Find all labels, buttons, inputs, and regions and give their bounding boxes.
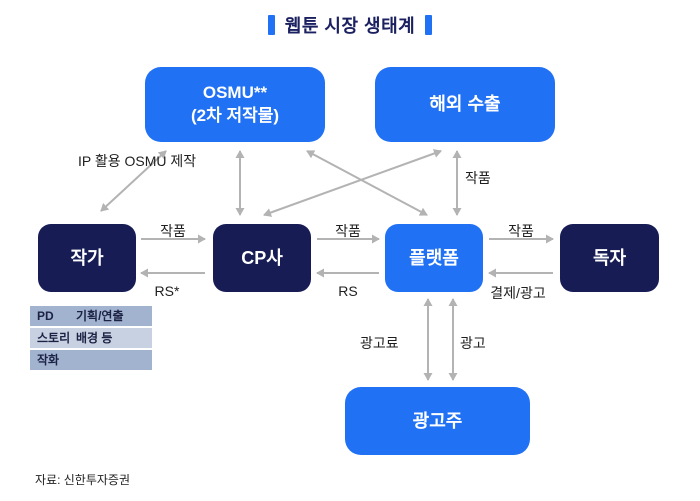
label-work-author-cp: 작품 <box>160 223 186 239</box>
table-cell-desc <box>76 350 152 370</box>
table-cell-role: PD <box>37 309 54 323</box>
label-rs-star: RS* <box>154 283 180 299</box>
table-cell-desc: 배경 등 <box>76 331 113 345</box>
label-ip-osmu: IP 활용 OSMU 제작 <box>78 153 197 169</box>
table-cell-desc: 기획/연출 <box>76 309 124 323</box>
node-osmu-line1: OSMU** <box>202 82 268 102</box>
page-title: 웹툰 시장 생태계 <box>0 12 700 38</box>
author-roles-table: PD 기획/연출 스토리 배경 등 작화 <box>30 306 152 372</box>
node-platform: 플랫폼 <box>385 224 483 292</box>
label-ad: 광고 <box>460 335 486 351</box>
label-work-platform-reader: 작품 <box>508 223 534 239</box>
node-advertiser-label: 광고주 <box>412 410 463 431</box>
node-osmu: OSMU** (2차 저작물) <box>145 67 325 142</box>
node-osmu-line2: (2차 저작물) <box>190 105 280 125</box>
source-note: 자료: 신한투자증권 <box>35 473 130 487</box>
label-work-export: 작품 <box>465 170 491 186</box>
arrow-author-osmu <box>100 150 167 212</box>
table-row: 스토리 배경 등 <box>30 328 152 348</box>
label-rs: RS <box>338 283 358 299</box>
node-advertiser: 광고주 <box>345 387 530 455</box>
node-author-label: 작가 <box>70 247 104 268</box>
node-reader-label: 독자 <box>592 247 627 268</box>
node-author: 작가 <box>38 224 136 292</box>
table-cell-role: 스토리 <box>37 331 71 345</box>
node-export-label: 해외 수출 <box>429 94 501 115</box>
node-export: 해외 수출 <box>375 67 555 142</box>
table-row: 작화 <box>30 350 152 370</box>
node-cp-label: CP사 <box>241 247 283 268</box>
node-cp: CP사 <box>213 224 311 292</box>
label-payment-ad: 결제/광고 <box>490 285 546 301</box>
label-work-cp-platform: 작품 <box>335 223 361 239</box>
title-bar-right-icon <box>425 15 433 35</box>
arrow-cp-export <box>263 149 442 217</box>
label-ad-fee: 광고료 <box>360 335 399 351</box>
node-reader: 독자 <box>560 224 659 292</box>
table-row: PD 기획/연출 <box>30 306 152 326</box>
table-cell-role: 작화 <box>37 353 60 367</box>
page-title-text: 웹툰 시장 생태계 <box>284 16 416 36</box>
node-platform-label: 플랫폼 <box>409 247 459 268</box>
arrow-osmu-platform <box>306 150 428 216</box>
title-bar-left-icon <box>267 15 275 35</box>
